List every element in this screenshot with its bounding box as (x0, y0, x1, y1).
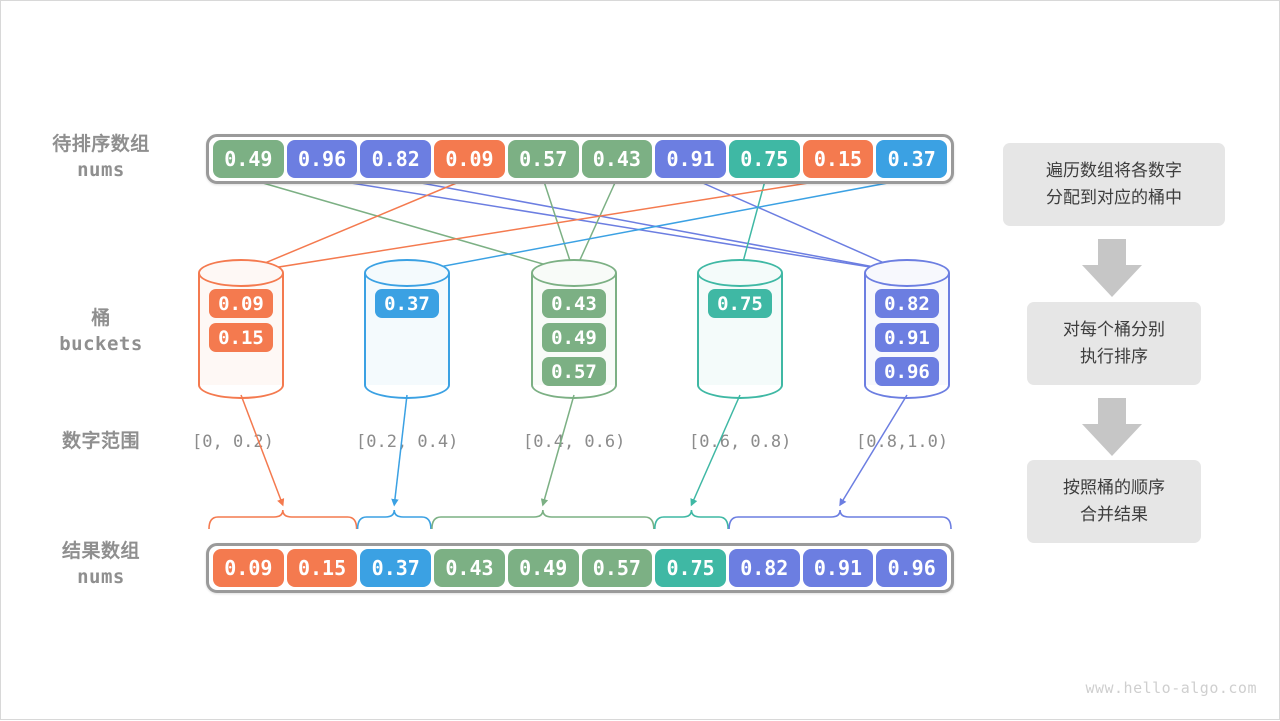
label-input-array-cn: 待排序数组 (52, 133, 150, 155)
flow-step-1: 遍历数组将各数字 分配到对应的桶中 (1003, 143, 1225, 226)
number-range-label: [0.8,1.0) (856, 432, 949, 452)
label-number-range-cn: 数字范围 (61, 430, 140, 452)
bucket-lid (697, 259, 783, 287)
result-array-cell: 0.15 (286, 549, 358, 587)
label-buckets-cn: 桶 (91, 307, 111, 329)
bucket-item: 0.57 (542, 357, 606, 386)
flow-step-2-line-1: 对每个桶分别 (1063, 320, 1165, 341)
result-group-brace (728, 509, 952, 530)
input-array-cell: 0.57 (507, 140, 579, 178)
flow-step-1-line-1: 遍历数组将各数字 (1046, 161, 1182, 182)
label-number-range: 数字范围 (21, 429, 181, 455)
number-range-label: [0.6, 0.8) (689, 432, 792, 452)
flow-step-2-line-2: 执行排序 (1080, 346, 1148, 367)
input-array-cell: 0.96 (286, 140, 358, 178)
input-array-cell: 0.15 (802, 140, 874, 178)
flow-step-3-line-1: 按照桶的顺序 (1063, 478, 1165, 499)
input-array-cell: 0.91 (655, 140, 726, 178)
bucket-item: 0.96 (875, 357, 939, 386)
bucket: 0.37 (364, 259, 450, 399)
label-buckets-en: buckets (59, 332, 143, 355)
bucket-item: 0.43 (542, 289, 606, 318)
bucket-item: 0.75 (708, 289, 772, 318)
distribution-line (394, 177, 908, 274)
bucket-items: 0.82 0.91 0.96 (864, 289, 950, 386)
result-array-cell: 0.75 (655, 549, 726, 587)
result-group-brace (356, 509, 432, 530)
label-result-array-cn: 结果数组 (61, 540, 140, 562)
label-result-array: 结果数组 nums (21, 539, 181, 590)
result-array-cell: 0.43 (434, 549, 505, 587)
flow-step-3-line-2: 合并结果 (1080, 504, 1148, 525)
label-input-array: 待排序数组 nums (21, 132, 181, 183)
bucket-item: 0.82 (875, 289, 939, 318)
result-array-cell: 0.57 (581, 549, 653, 587)
input-array-cell: 0.43 (581, 140, 653, 178)
input-array-cell: 0.75 (728, 140, 800, 178)
distribution-line (406, 177, 915, 274)
label-buckets: 桶 buckets (21, 306, 181, 357)
result-group-brace (208, 509, 358, 530)
bucket-item: 0.91 (875, 323, 939, 352)
number-range-label: [0.2, 0.4) (356, 432, 459, 452)
bucket-lid (864, 259, 950, 287)
flow-step-3: 按照桶的顺序 合并结果 (1027, 460, 1201, 543)
result-array-cell: 0.49 (507, 549, 579, 587)
flow-step-2: 对每个桶分别 执行排序 (1027, 302, 1201, 385)
input-array-cell: 0.49 (213, 140, 284, 178)
bucket: 0.75 (697, 259, 783, 399)
result-array-cell: 0.09 (213, 549, 284, 587)
bucket-items: 0.09 0.15 (198, 289, 284, 352)
input-array-cell: 0.09 (434, 140, 505, 178)
bucket-items: 0.43 0.49 0.57 (531, 289, 617, 386)
input-array-cell: 0.37 (876, 140, 948, 178)
bucket: 0.43 0.49 0.57 (531, 259, 617, 399)
result-group-brace (431, 509, 655, 530)
bucket: 0.82 0.91 0.96 (864, 259, 950, 399)
bucket-items: 0.75 (697, 289, 783, 318)
label-input-array-en: nums (77, 158, 125, 181)
bucket-item: 0.15 (209, 323, 273, 352)
label-result-array-en: nums (77, 565, 125, 588)
result-array-cell: 0.96 (876, 549, 948, 587)
bucket-lid (198, 259, 284, 287)
flow-arrow-2-icon (1082, 398, 1142, 456)
flow-arrow-1-icon (1082, 239, 1142, 297)
number-range-label: [0.4, 0.6) (523, 432, 626, 452)
input-array-cell: 0.82 (360, 140, 432, 178)
bucket-item: 0.49 (542, 323, 606, 352)
bucket: 0.09 0.15 (198, 259, 284, 399)
bucket-lid (364, 259, 450, 287)
result-array-cell: 0.37 (360, 549, 432, 587)
number-range-label: [0, 0.2) (192, 432, 274, 452)
result-array-cell: 0.82 (728, 549, 800, 587)
bucket-item: 0.37 (375, 289, 439, 318)
result-group-brace (654, 509, 729, 530)
watermark: www.hello-algo.com (1085, 679, 1257, 697)
bucket-lid (531, 259, 617, 287)
flow-step-1-line-2: 分配到对应的桶中 (1046, 187, 1182, 208)
bucket-item: 0.09 (209, 289, 273, 318)
result-array-cell: 0.91 (802, 549, 874, 587)
bucket-items: 0.37 (364, 289, 450, 318)
